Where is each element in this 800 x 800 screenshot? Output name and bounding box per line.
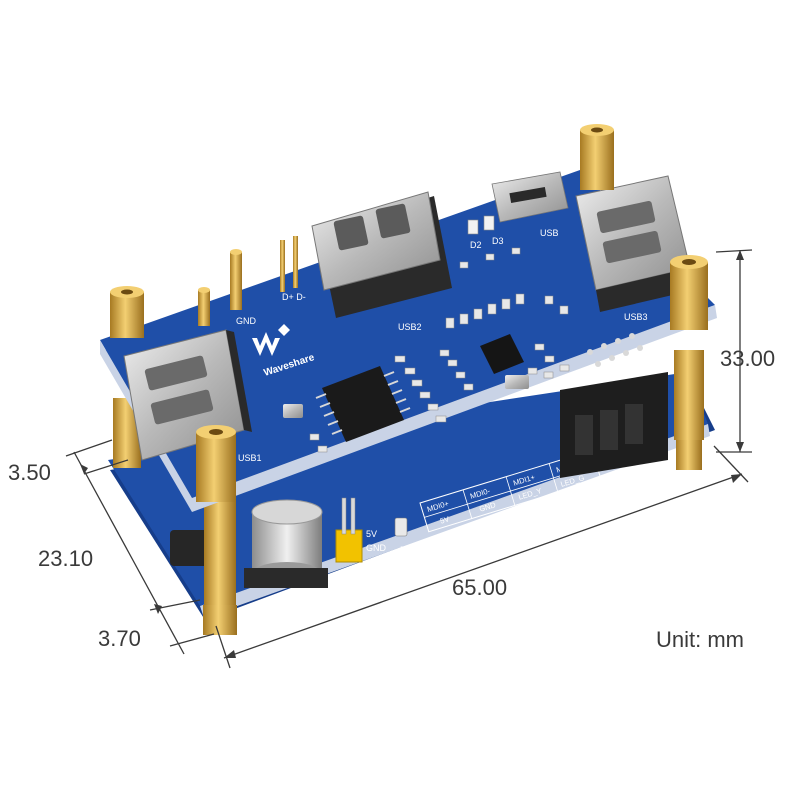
led-d3 bbox=[483, 215, 495, 231]
header-5v-label: 5V bbox=[366, 529, 377, 539]
ic-body bbox=[322, 366, 404, 442]
pogo-pins bbox=[198, 236, 298, 326]
usb2-shell bbox=[311, 191, 441, 291]
data-pogo-pin bbox=[293, 236, 298, 288]
crystal-small bbox=[283, 404, 303, 418]
header-gnd-label: GND bbox=[366, 543, 387, 553]
usb-micro-label: USB bbox=[540, 228, 559, 238]
usb1-label: USB1 bbox=[238, 453, 262, 463]
standoff-back-right-lower bbox=[674, 350, 704, 440]
top-pcb-surface bbox=[100, 170, 715, 498]
power-header bbox=[335, 497, 363, 563]
unit-label: Unit: mm bbox=[656, 627, 744, 652]
standoff-front-left bbox=[110, 286, 144, 338]
usb-hub-ic bbox=[315, 366, 411, 442]
pwr-led bbox=[394, 517, 408, 537]
passive-components bbox=[309, 247, 570, 453]
length-dimension-label: 65.00 bbox=[452, 575, 507, 600]
standoff-back-left bbox=[580, 124, 614, 190]
inductor bbox=[170, 530, 210, 566]
standoff-front-right-lower bbox=[204, 500, 236, 605]
data-pogo-pin bbox=[280, 240, 285, 292]
via-dots bbox=[587, 333, 643, 367]
pin-table-cell: 5V bbox=[439, 514, 450, 525]
usb3-label: USB3 bbox=[624, 312, 648, 322]
standoffs-upper bbox=[110, 124, 708, 502]
height-dimension-label: 33.00 bbox=[720, 346, 775, 371]
dpm-label: D+ D- bbox=[282, 292, 306, 302]
electrolytic-capacitor bbox=[244, 499, 328, 588]
usb2-port bbox=[311, 191, 452, 318]
depth-dimension-line bbox=[73, 451, 185, 655]
bottom-pcb: MDI0+ MDI0- MDI1+ MDI1- 5V GND LED_Y LED… bbox=[108, 372, 715, 620]
d3-label: D3 bbox=[492, 236, 504, 246]
pwr-label: PWR bbox=[400, 545, 421, 555]
gnd-pogo-pin bbox=[230, 252, 242, 310]
standoff-back-right bbox=[670, 255, 708, 330]
led-d2 bbox=[467, 219, 479, 235]
length-dimension-line bbox=[223, 473, 743, 659]
gnd-pin-label: GND bbox=[236, 316, 257, 326]
micro-usb-connector bbox=[491, 171, 569, 223]
depth-bottom-label: 3.70 bbox=[98, 626, 141, 651]
crystal bbox=[505, 375, 529, 389]
yellow-header-body bbox=[335, 529, 363, 563]
ethernet-ic bbox=[480, 334, 524, 374]
standoffs-lower bbox=[113, 350, 704, 635]
depth-mid-label: 23.10 bbox=[38, 546, 93, 571]
usb3-port bbox=[575, 175, 694, 312]
top-pcb: Waveshare bbox=[100, 170, 717, 512]
ethernet-header bbox=[560, 372, 668, 478]
waveshare-logo-icon bbox=[252, 324, 290, 356]
d2-label: D2 bbox=[470, 240, 482, 250]
top-pcb-edge-front bbox=[192, 305, 717, 512]
standoff-front-right bbox=[196, 425, 236, 502]
depth-top-label: 3.50 bbox=[8, 460, 51, 485]
usb2-label: USB2 bbox=[398, 322, 422, 332]
dimension-lines bbox=[65, 249, 753, 669]
